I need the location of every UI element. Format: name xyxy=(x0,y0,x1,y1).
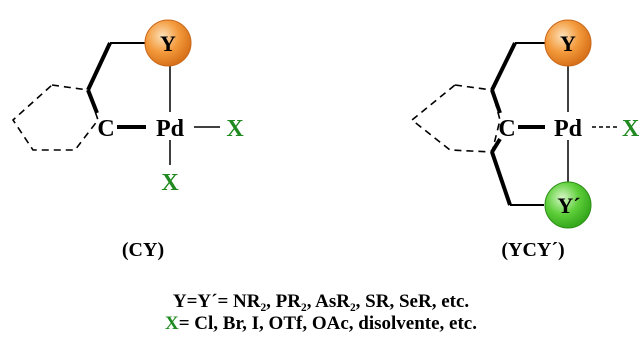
donor-y-ball xyxy=(544,19,592,67)
palladium-label: Pd xyxy=(554,116,583,142)
carbon-label: C xyxy=(97,116,114,142)
ring-to-c-bond-lower xyxy=(490,137,502,154)
structure-label-cy: (CY) xyxy=(122,239,164,261)
structure-label-ycy: (YCY´) xyxy=(501,239,564,261)
ring-to-c-bond xyxy=(490,89,502,114)
ring-to-bottom-ch2-bond xyxy=(490,151,512,206)
donor-y-ball xyxy=(144,19,192,67)
carbon-label: C xyxy=(498,116,515,142)
donor-y-label: Y xyxy=(560,31,576,56)
donor-y-label: Y xyxy=(160,31,176,56)
structure-cy: Y C Pd X X (CY) xyxy=(11,19,244,261)
donor-yprime-label: Y´ xyxy=(557,193,580,218)
ring-to-top-ch2-bond xyxy=(490,42,517,91)
aromatic-ring-dashed xyxy=(410,84,501,153)
ligand-x-trans-label: X xyxy=(226,116,244,142)
ligand-x-bottom-label: X xyxy=(161,170,179,196)
aromatic-ring-dashed xyxy=(11,84,99,151)
ring-to-ch2-bond xyxy=(86,42,112,91)
legend-x-symbol: X xyxy=(164,313,179,334)
donor-yprime-ball xyxy=(544,181,592,229)
ring-to-c-bond xyxy=(86,89,99,114)
legend-y-definition: Y=Y´= NR₂, PR₂, AsR₂, SR, SeR, etc. xyxy=(172,291,470,312)
palladium-label: Pd xyxy=(156,116,185,142)
ligand-x-label: X xyxy=(622,116,640,142)
legend-x-definition: = Cl, Br, I, OTf, OAc, disolvente, etc. xyxy=(178,313,477,334)
legend-line-y: Y=Y´= NR₂, PR₂, AsR₂, SR, SeR, etc. xyxy=(0,291,642,313)
structure-ycy: Y Y´ C Pd X (YCY´) xyxy=(410,19,640,261)
legend-line-x: X= Cl, Br, I, OTf, OAc, disolvente, etc. xyxy=(0,313,642,335)
